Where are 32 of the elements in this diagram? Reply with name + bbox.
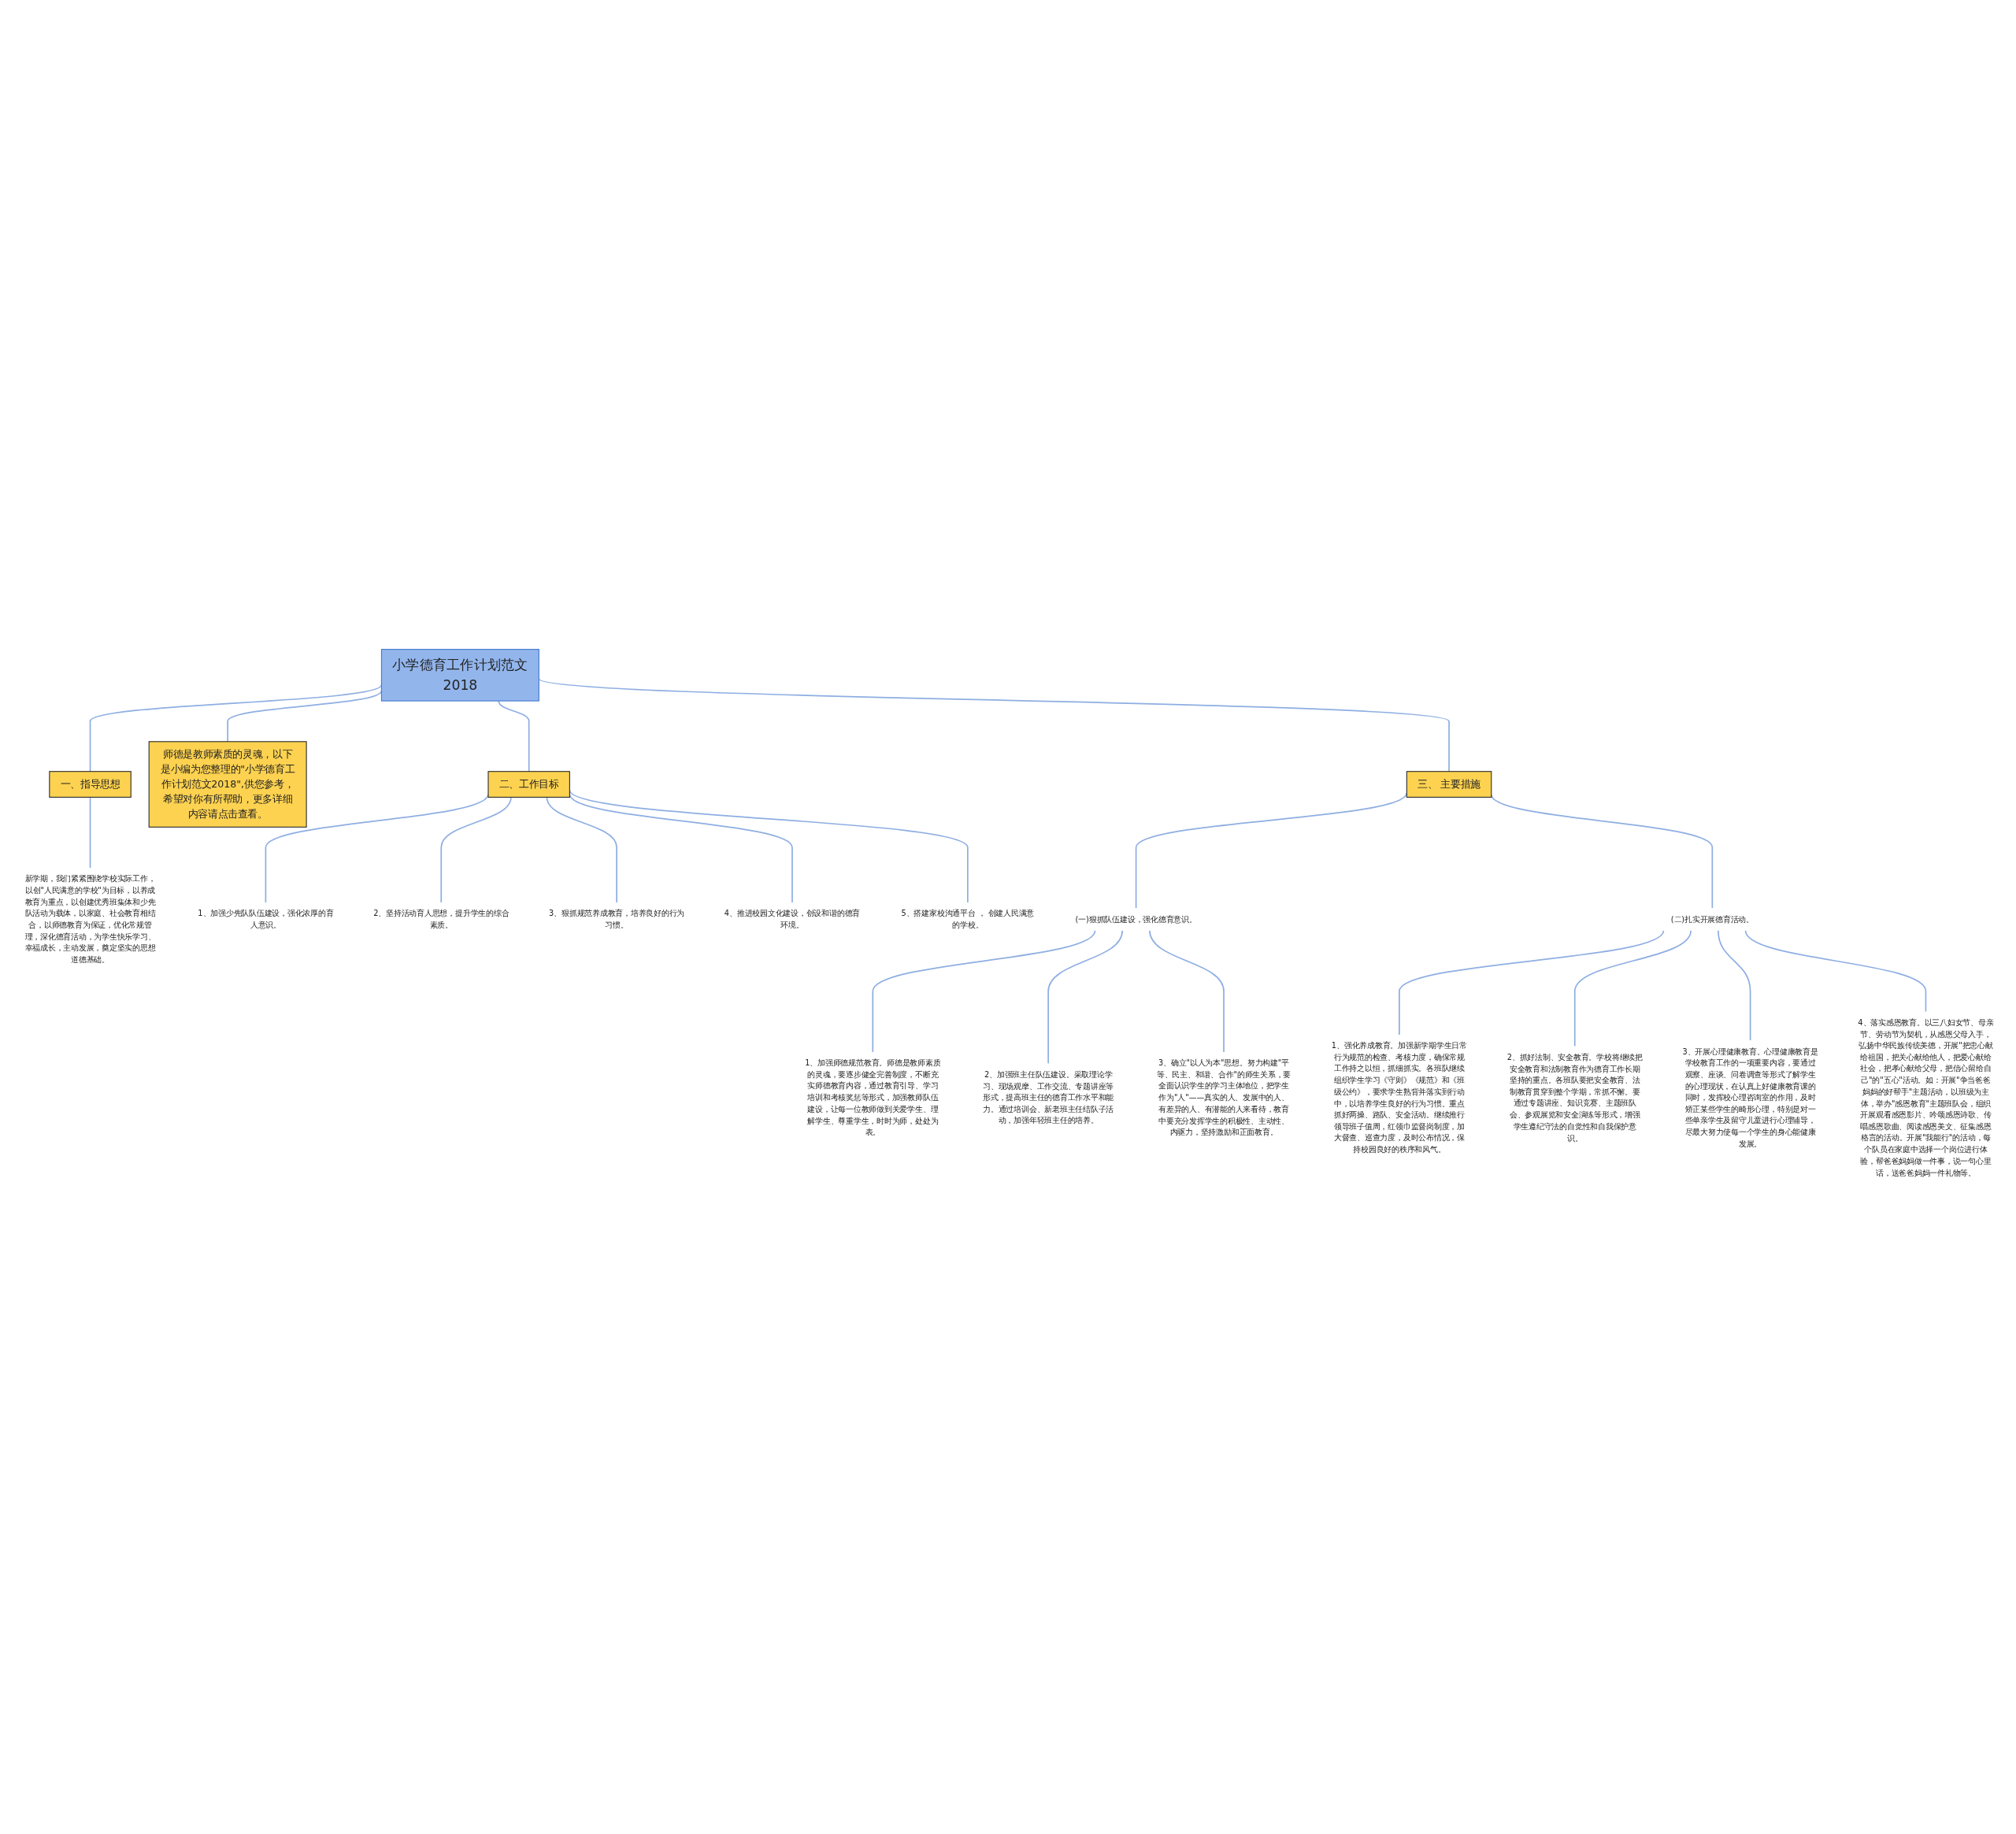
node-text: 4、落实感恩教育。以三八妇女节、母亲节、劳动节为契机，从感恩父母入手，弘扬中华民族传统美德，开展"把忠心献给祖国，把关心献给他人，把爱心献给社会，把孝心献给父母，把信心留给自己"的"五心"活动。如：开展"争当爸爸妈妈的好帮手"主题活动，以班级为主体，举办"感恩教育"主题班队会，组织开展观看感恩影片、吟颂感恩诗歌、传唱感恩歌曲、阅读感恩美文、征集感恩格言的活动。开展"我能行"的活动，每个队员在家庭中选择一个岗位进行体验，帮爸爸妈妈做一件事，说一句心里话，送爸爸妈妈一件礼物等。 — [1858, 1018, 1994, 1178]
node-text: 5、搭建家校沟通平台 ， 创建人民满意的学校。 — [901, 909, 1035, 930]
node-text: 新学期，我们紧紧围绕学校实际工作，以创"人民满意的学校"为目标，以养成教育为重点，以创建优秀班集体和少先队活动为载体，以家庭、社会教育相结合，以师德教育为保证，优化常规管理，深化德育活动，为学生快乐学习、幸福成长，主动发展，奠定坚实的思想道德基础。 — [24, 874, 156, 965]
node-text: 2、坚持活动育人思想，提升学生的综合素质。 — [373, 909, 510, 930]
connector — [1149, 930, 1225, 1054]
connector — [1573, 930, 1692, 1047]
node-box — [380, 649, 539, 702]
node-text: (一)狠抓队伍建设，强化德育意识。 — [1075, 914, 1197, 924]
connector — [440, 797, 512, 904]
node-text: 1、加强师德规范教育。师德是教师素质的灵魂，要逐步健全完善制度，不断充实师德教育内容，通过教育引导、学习培训和考核奖惩等形式，加强教师队伍建设，让每一位教师做到关爱学生、理解学生、尊重学生，时时为师，处处为表。 — [805, 1058, 941, 1137]
connector — [872, 930, 1096, 1054]
node-text: 3、狠抓规范养成教育，培养良好的行为习惯。 — [549, 909, 685, 930]
node-text: 1、强化养成教育。加强新学期学生日常行为规范的检查、考核力度，确保常规工作持之以恒，抓细抓实。各班队继续组织学生学习《守则》《规范》和《班级公约》，要求学生熟背并落实到行动中，以培养学生良好的行为习惯。重点抓好两操、路队、安全活动。继续推行领导班子值周，红领巾监督岗制度，加大督查、巡查力度，及时公布情况，保持校园良好的秩序和风气。 — [1331, 1041, 1467, 1154]
node-text: 3、确立"以人为本"思想。努力构建"平等、民主、和谐、合作"的师生关系，要全面认识学生的学习主体地位，把学生作为"人"——真实的人、发展中的人、有差异的人、有潜能的人来看待，教育中要充分发挥学生的积极性、主动性、内驱力，坚持激励和正面教育。 — [1156, 1058, 1292, 1137]
node-text: 2、加强班主任队伍建设。采取理论学习、现场观摩、工作交流、专题讲座等形式，提高班主任的德育工作水平和能力。通过培训会、新老班主任结队子活动，加强年轻班主任的培养。 — [983, 1070, 1114, 1126]
connector — [498, 700, 530, 773]
node-box — [487, 771, 570, 798]
node-box — [1406, 771, 1492, 798]
node-text: 4、推进校园文化建设，创设和谐的德育环境。 — [724, 909, 861, 930]
node-box — [49, 771, 132, 798]
connector — [546, 797, 617, 904]
connector — [1744, 930, 1927, 1013]
node-text: (二)扎实开展德育活动。 — [1670, 914, 1754, 924]
mind-map-drawing: 小学德育工作计划范文2018 一、指导思想 新学期，我们紧紧围绕学校实际工作，以创"人民满意的学校"为目标，以养成教育为重点，以创建优秀班集体和少先队活动为载体，以家庭、社会教育相结合，以师德教育为保证，优化常规管理，深化德育活动，为学生快乐学习、幸福成长，主动发展，奠定坚实的思想道德基础。 师德是教师素质的灵魂，以下是小编为您整理的"小学德育工作计划范文2018",供您参考，希望对你有所帮助，更多详细内容请点击查看。 二、工作目标 1、加强少先队队伍建设，强化浓厚的育人意识。 2、坚持活动育人思想，提升学生的综合素质。 3、狠抓规范养成教育，培养良好的行为习惯。 4、推进校园文化建设，创设和谐的德育环境。 5、搭建家校沟通平台 ， 创建人民满意的学校。 三、 主要措施 (一)狠抓队伍建设，强化德育意识。 1、加强师德规范教育。师德是教师素质的灵魂，要逐步健全完善制度，不断充实师德教育内容，通过教育引导、学习培训和考核奖惩等形式，加强教师队伍建设，让每一位教师做到关爱学生、理解学生、尊重学生，时时为师，处处为表。 2、加强班主任队伍建设。采取理论学习、现场观摩、工作交流、专题讲座等形式，提高班主任的德育工作水平和能力。通过培训会、新老班主任结队子活动，加强年轻班主任的培养。 3、确立"以人为本"思想。努力构建"平等、民主、和谐、合作"的师生关系，要全面认识学生的学习主体地位，把学生作为"人"——真实的人、发展中的人、有差异的人、有潜能的人来看待，教育中要充分发挥学生的积极性、主动性、内驱力，坚持激励和正面教育。 (二)扎实开展德育活动。 1、强化养成教育。加强新学期学生日常行为规范的检查、考核力度，确保常规工作持之以恒，抓细抓实。各班队继续组织学生学习《守则》《规范》和《班级公约》，要求学生熟背并落实到行动中，以培养学生良好的行为习惯。重点抓好两操、路队、安全活动。继续推行领导班子值周，红领巾监督岗制度，加大督查、巡查力度，及时公布情况，保持校园良好的秩序和风气。 2、抓好法制、安全教育。学校将继续把安全教育和法制教育作为德育工作长期坚持的重点。各班队要把安全教育、法制教育贯穿到整个学期，常抓不懈。要通过专题讲座、知识竞赛、主题班队会、参观展览和安全演练等形式，增强学生遵纪守法的自觉性和自我保护意识。 3、开展心理健康教育。心理健康教育是学校教育工作的一项重要内容，要通过观察、座谈、问卷调查等形式了解学生的心理现状，在认真上好健康教育课的同时，发挥校心理咨询室的作用，及时矫正某些学生的畸形心理，特别是对一些单亲学生及留守儿童进行心理辅导，尽最大努力使每一个学生的身心能健康发展。 4、落实感恩教育。以三八妇女节、母亲节、劳动节为契机，从感恩父母入手，弘扬中华民族传统美德，开展"把忠心献给祖国，把关心献给他人，把爱心献给社会，把孝心献给父母，把信心留给自己"的"五心"活动。如：开展"争当爸爸妈妈的好帮手"主题活动，以班级为主体，举办"感恩教育"主题班队会，组织开展观看感恩影片、吟颂感恩诗歌、传唱感恩歌曲、阅读感恩美文、征集感恩格言的活动。开展"我能行"的活动，每个队员在家庭中选择一个岗位进行体验，帮爸爸妈妈做一件事，说一句心里话，送爸爸妈妈一件礼物等。 — [8, 646, 2008, 1188]
node-text: 1、加强少先队队伍建设，强化浓厚的育人意识。 — [198, 909, 334, 930]
node-text: 3、开展心理健康教育。心理健康教育是学校教育工作的一项重要内容，要通过观察、座谈、问卷调查等形式了解学生的心理现状，在认真上好健康教育课的同时，发挥校心理咨询室的作用，及时矫正某些学生的畸形心理，特别是对一些单亲学生及留守儿童进行心理辅导，尽最大努力使每一个学生的身心能健康发展。 — [1682, 1047, 1818, 1149]
node-box — [148, 741, 307, 828]
node-text: 2、抓好法制、安全教育。学校将继续把安全教育和法制教育作为德育工作长期坚持的重点。各班队要把安全教育、法制教育贯穿到整个学期，常抓不懈。要通过专题讲座、知识竞赛、主题班队会、参观展览和安全演练等形式，增强学生遵纪守法的自觉性和自我保护意识。 — [1506, 1053, 1643, 1143]
connector — [1047, 930, 1124, 1065]
connector — [1718, 930, 1751, 1042]
connector — [1399, 930, 1665, 1036]
connector — [89, 797, 91, 869]
